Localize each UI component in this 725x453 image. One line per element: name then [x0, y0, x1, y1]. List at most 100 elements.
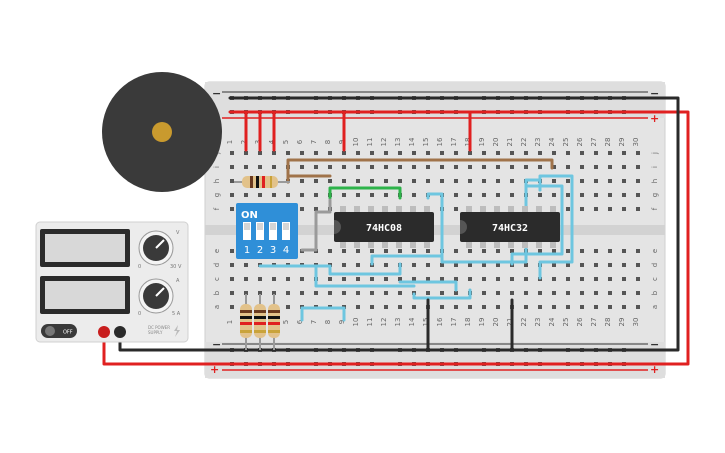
breadboard-hole[interactable] — [496, 277, 500, 281]
breadboard-hole[interactable] — [538, 249, 542, 253]
wire-cyan-1[interactable] — [426, 178, 542, 264]
breadboard-hole[interactable] — [594, 165, 598, 169]
breadboard-hole[interactable] — [524, 263, 528, 267]
breadboard-hole[interactable] — [356, 291, 360, 295]
breadboard-hole[interactable] — [230, 263, 234, 267]
breadboard-hole[interactable] — [510, 165, 514, 169]
breadboard-hole[interactable] — [510, 249, 514, 253]
breadboard-hole[interactable] — [524, 165, 528, 169]
breadboard-hole[interactable] — [552, 151, 556, 155]
breadboard-hole[interactable] — [622, 165, 626, 169]
breadboard-hole[interactable] — [482, 291, 486, 295]
breadboard-hole[interactable] — [258, 291, 262, 295]
breadboard-hole[interactable] — [594, 277, 598, 281]
breadboard-hole[interactable] — [580, 193, 584, 197]
breadboard-hole[interactable] — [580, 263, 584, 267]
breadboard-hole[interactable] — [482, 277, 486, 281]
breadboard-hole[interactable] — [440, 277, 444, 281]
breadboard-hole[interactable] — [272, 193, 276, 197]
breadboard-hole[interactable] — [412, 193, 416, 197]
breadboard-hole[interactable] — [566, 207, 570, 211]
breadboard-hole[interactable] — [454, 249, 458, 253]
breadboard-hole[interactable] — [440, 151, 444, 155]
breadboard-hole[interactable] — [356, 179, 360, 183]
dip-toggle-slot[interactable] — [282, 222, 290, 240]
breadboard-hole[interactable] — [496, 165, 500, 169]
breadboard-hole[interactable] — [524, 151, 528, 155]
breadboard-hole[interactable] — [538, 305, 542, 309]
breadboard-hole[interactable] — [398, 277, 402, 281]
breadboard-hole[interactable] — [454, 179, 458, 183]
breadboard-hole[interactable] — [426, 249, 430, 253]
breadboard-hole[interactable] — [356, 165, 360, 169]
wire-cyan-5[interactable] — [314, 264, 416, 288]
breadboard-hole[interactable] — [356, 193, 360, 197]
breadboard-hole[interactable] — [636, 179, 640, 183]
breadboard-hole[interactable] — [468, 277, 472, 281]
breadboard-hole[interactable] — [342, 249, 346, 253]
breadboard-hole[interactable] — [594, 151, 598, 155]
breadboard-hole[interactable] — [314, 193, 318, 197]
wire-cyan-2[interactable] — [538, 174, 574, 280]
breadboard-hole[interactable] — [230, 165, 234, 169]
breadboard-hole[interactable] — [636, 207, 640, 211]
breadboard-hole[interactable] — [636, 291, 640, 295]
breadboard-hole[interactable] — [342, 151, 346, 155]
breadboard-hole[interactable] — [552, 305, 556, 309]
breadboard-hole[interactable] — [286, 277, 290, 281]
wire-black-supply-negative[interactable] — [118, 96, 680, 352]
breadboard-hole[interactable] — [300, 291, 304, 295]
breadboard-hole[interactable] — [426, 263, 430, 267]
breadboard-hole[interactable] — [608, 263, 612, 267]
breadboard-hole[interactable] — [636, 165, 640, 169]
breadboard-hole[interactable] — [594, 291, 598, 295]
breadboard-hole[interactable] — [482, 263, 486, 267]
wire-green[interactable] — [328, 186, 402, 200]
breadboard-hole[interactable] — [566, 165, 570, 169]
wire-cyan-3[interactable] — [510, 184, 564, 266]
breadboard-hole[interactable] — [384, 165, 388, 169]
breadboard-hole[interactable] — [580, 207, 584, 211]
breadboard-hole[interactable] — [552, 291, 556, 295]
breadboard-hole[interactable] — [608, 207, 612, 211]
breadboard-hole[interactable] — [594, 249, 598, 253]
breadboard-hole[interactable] — [328, 151, 332, 155]
breadboard-hole[interactable] — [552, 193, 556, 197]
breadboard-hole[interactable] — [258, 165, 262, 169]
breadboard-hole[interactable] — [510, 193, 514, 197]
breadboard-hole[interactable] — [314, 179, 318, 183]
breadboard-hole[interactable] — [454, 291, 458, 295]
breadboard-hole[interactable] — [454, 151, 458, 155]
breadboard-hole[interactable] — [328, 165, 332, 169]
breadboard-hole[interactable] — [440, 305, 444, 309]
breadboard-hole[interactable] — [482, 179, 486, 183]
breadboard-hole[interactable] — [300, 165, 304, 169]
breadboard-hole[interactable] — [566, 151, 570, 155]
breadboard-hole[interactable] — [300, 179, 304, 183]
breadboard-hole[interactable] — [622, 207, 626, 211]
positive-terminal[interactable] — [98, 326, 110, 338]
breadboard-hole[interactable] — [244, 277, 248, 281]
breadboard-hole[interactable] — [384, 179, 388, 183]
breadboard-hole[interactable] — [482, 193, 486, 197]
breadboard-hole[interactable] — [328, 291, 332, 295]
breadboard-hole[interactable] — [538, 291, 542, 295]
breadboard-hole[interactable] — [258, 193, 262, 197]
breadboard-hole[interactable] — [594, 305, 598, 309]
chip-74hc08[interactable]: 74HC08 — [334, 212, 434, 242]
breadboard-hole[interactable] — [384, 277, 388, 281]
breadboard-hole[interactable] — [426, 277, 430, 281]
breadboard-hole[interactable] — [622, 193, 626, 197]
breadboard-hole[interactable] — [412, 305, 416, 309]
breadboard-hole[interactable] — [300, 277, 304, 281]
breadboard-hole[interactable] — [356, 151, 360, 155]
breadboard-hole[interactable] — [454, 193, 458, 197]
breadboard-hole[interactable] — [496, 263, 500, 267]
breadboard-hole[interactable] — [244, 291, 248, 295]
breadboard-hole[interactable] — [454, 207, 458, 211]
breadboard-hole[interactable] — [580, 249, 584, 253]
breadboard-hole[interactable] — [454, 165, 458, 169]
breadboard-hole[interactable] — [594, 207, 598, 211]
breadboard-hole[interactable] — [300, 193, 304, 197]
